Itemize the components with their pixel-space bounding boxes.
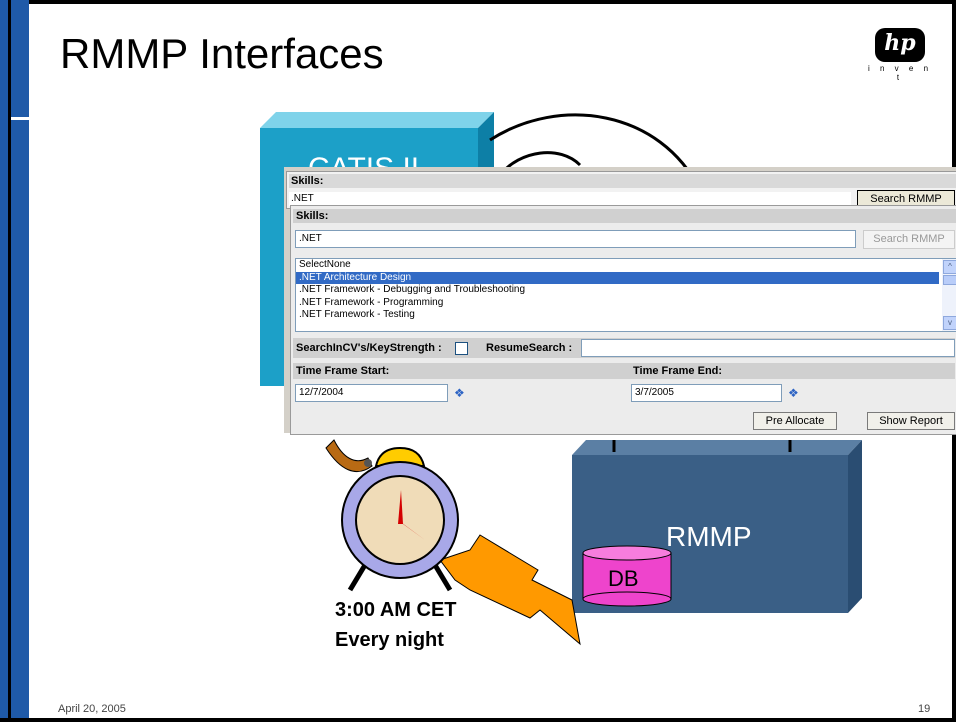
- search-options-row: SearchInCV's/KeyStrength : ResumeSearch …: [293, 338, 955, 358]
- list-item[interactable]: .NET Framework - Testing: [299, 309, 415, 320]
- skills-label: Skills:: [293, 209, 956, 223]
- time-frame-end-input[interactable]: 3/7/2005: [631, 384, 782, 402]
- time-frame-end-label: Time Frame End:: [633, 365, 723, 377]
- orange-arrow: [439, 534, 581, 646]
- schedule-frequency: Every night: [335, 629, 444, 651]
- hp-logo-badge: [875, 28, 925, 62]
- hp-logo-text: hp: [884, 30, 916, 56]
- left-band-upper: [11, 0, 29, 117]
- left-band-separator: [11, 117, 29, 120]
- list-item-selected[interactable]: .NET Architecture Design: [296, 271, 939, 284]
- db-label: DB: [608, 566, 639, 591]
- db-cylinder-bottom: [582, 591, 672, 607]
- schedule-caption: 3:00 AM CET Every night: [335, 595, 457, 655]
- hp-logo-tagline: i n v e n t: [868, 64, 933, 82]
- scroll-up-icon[interactable]: ^: [943, 260, 956, 274]
- skills-search-form: Skills: .NET Search RMMP SelectNone .NET…: [290, 205, 956, 435]
- list-item[interactable]: .NET Framework - Programming: [299, 296, 444, 308]
- time-frame-start-label: Time Frame Start:: [296, 365, 390, 377]
- bottom-border: [0, 718, 956, 722]
- schedule-time: 3:00 AM CET: [335, 599, 457, 621]
- clock-hand-minute: [398, 520, 425, 540]
- back-search-panel: Skills: .NET Search RMMP: [286, 171, 956, 209]
- top-border: [0, 0, 956, 4]
- list-item[interactable]: SelectNone: [299, 259, 351, 270]
- clock-leg-left: [347, 563, 368, 592]
- connector-top: [489, 113, 702, 191]
- calendar-icon[interactable]: ❖: [454, 386, 465, 400]
- catis-box-top: [260, 112, 494, 128]
- hp-logo: hp i n v e n t: [868, 28, 932, 82]
- scroll-down-icon[interactable]: v: [943, 316, 956, 330]
- show-report-button[interactable]: Show Report: [867, 412, 955, 430]
- search-in-cv-label: SearchInCV's/KeyStrength :: [296, 342, 442, 354]
- scroll-thumb[interactable]: [943, 275, 956, 285]
- list-item[interactable]: .NET Framework - Debugging and Troublesh…: [299, 284, 526, 295]
- skills-input[interactable]: .NET: [295, 230, 856, 248]
- search-in-cv-checkbox[interactable]: [455, 342, 468, 355]
- left-band: [0, 0, 8, 722]
- footer-date: April 20, 2005: [58, 703, 126, 715]
- calendar-icon[interactable]: ❖: [788, 386, 799, 400]
- db-cylinder-body: [582, 552, 672, 600]
- resume-search-input[interactable]: [581, 339, 955, 357]
- page-number: 19: [918, 703, 931, 715]
- list-scrollbar[interactable]: ^ v: [942, 259, 956, 331]
- left-divider: [8, 0, 11, 722]
- left-band-lower: [11, 120, 29, 722]
- rmmp-label: RMMP: [666, 521, 752, 552]
- clock-leg-right: [432, 563, 453, 592]
- db-cylinder-top: [582, 545, 672, 561]
- slide-title: RMMP Interfaces: [60, 30, 384, 77]
- clock-bell: [374, 446, 426, 467]
- clock-bell-knob: [364, 459, 372, 467]
- skills-listbox[interactable]: SelectNone .NET Architecture Design .NET…: [295, 258, 956, 332]
- clock-swirl: [325, 439, 373, 472]
- rmmp-box-side: [848, 440, 862, 613]
- clock-hand-hour: [398, 490, 403, 524]
- back-skills-input[interactable]: .NET: [289, 192, 851, 206]
- back-skills-label: Skills:: [289, 174, 956, 188]
- time-frame-header: Time Frame Start: Time Frame End:: [293, 363, 955, 379]
- pre-allocate-button[interactable]: Pre Allocate: [753, 412, 837, 430]
- resume-search-label: ResumeSearch :: [486, 342, 573, 354]
- time-frame-start-input[interactable]: 12/7/2004: [295, 384, 448, 402]
- search-rmmp-button[interactable]: Search RMMP: [863, 230, 955, 249]
